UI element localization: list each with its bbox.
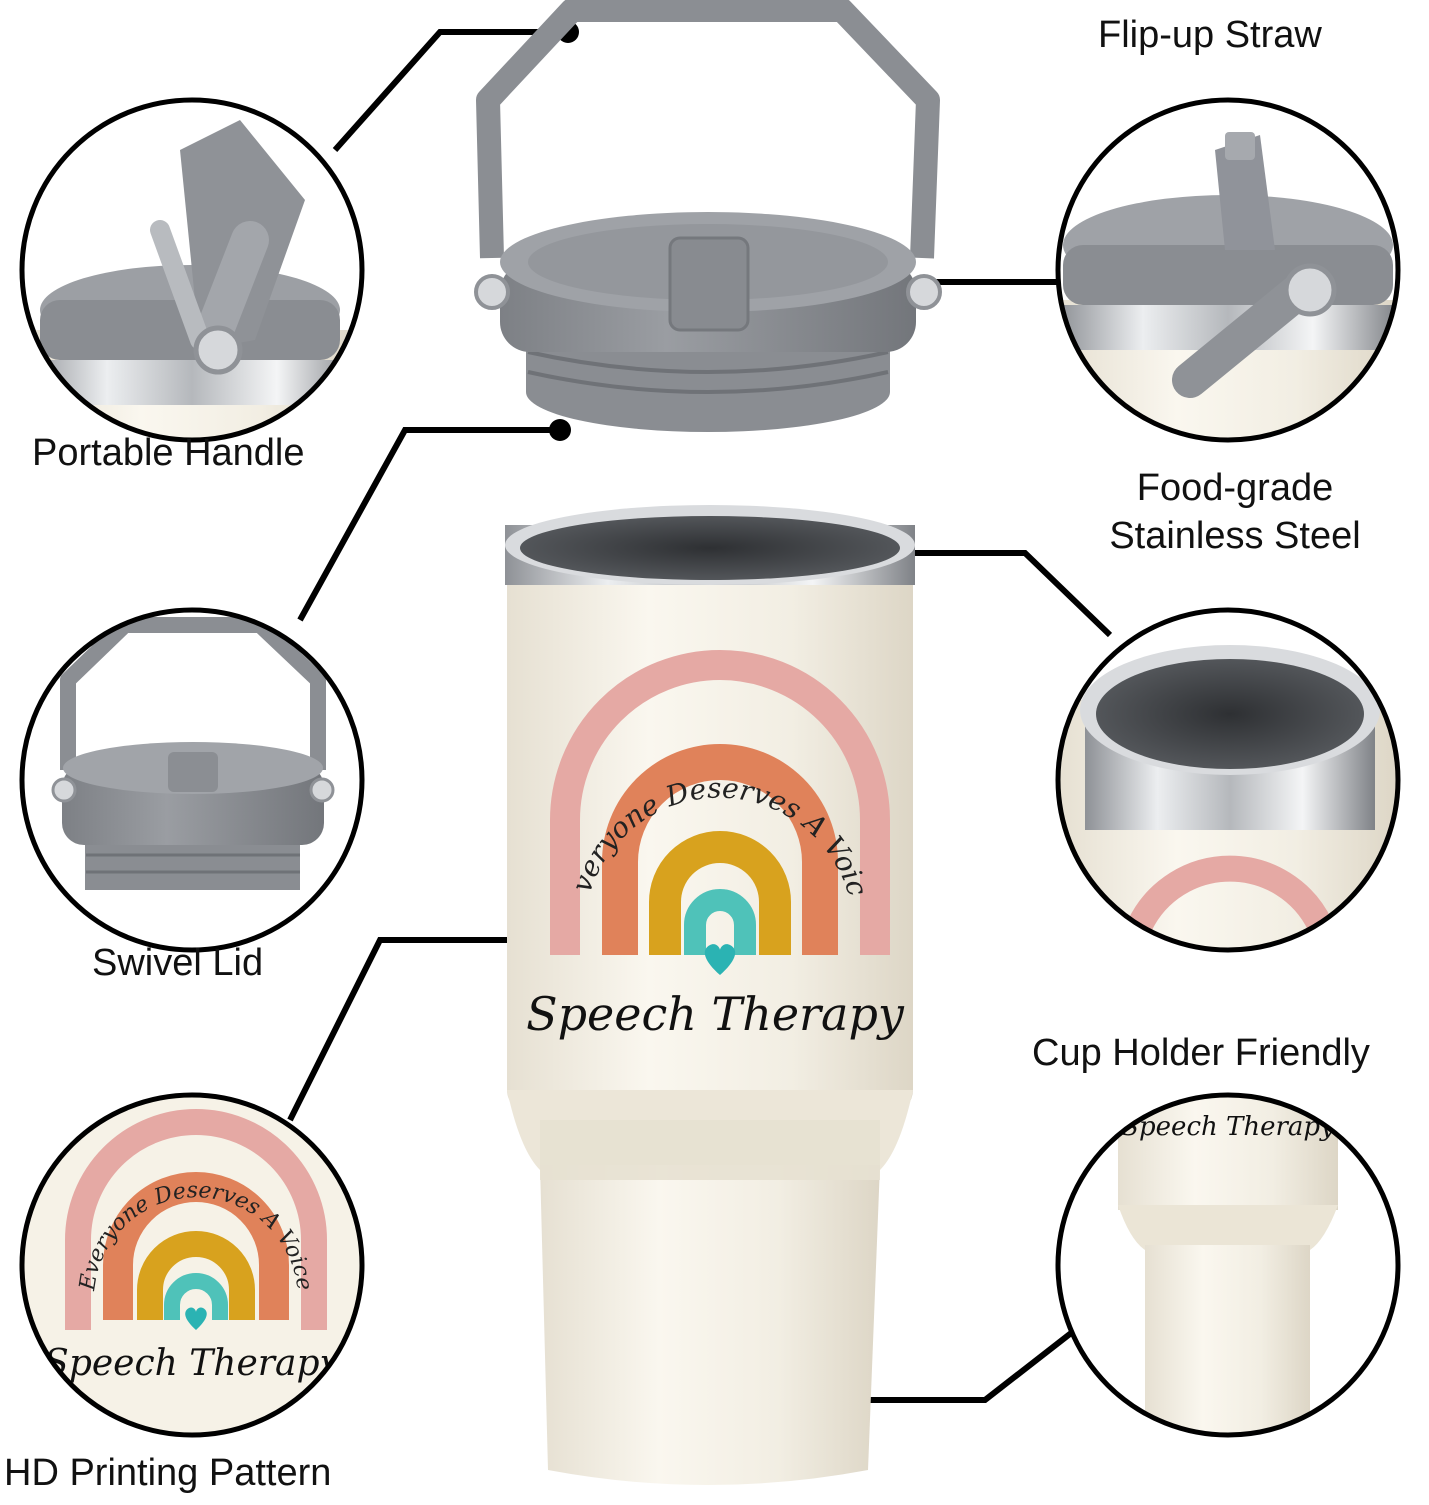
heart-icon: [185, 1307, 207, 1330]
hinge-bolt-right: [906, 274, 942, 310]
label-cup-holder-friendly: Cup Holder Friendly: [1032, 1032, 1370, 1074]
connector-portable-handle: [332, 29, 568, 152]
label-hd-printing-pattern: HD Printing Pattern: [4, 1452, 332, 1494]
heart-icon: [704, 944, 736, 975]
detail-circle-hd-printing: Everyone Deserves A Voice Speech Therapy: [19, 1092, 365, 1438]
lid-straw-flap: [668, 236, 750, 332]
label-food-grade-line2: Stainless Steel: [1109, 514, 1361, 557]
detail-circle-flip-up-straw: [1055, 97, 1401, 443]
detail-circle-cup-holder: Speech Therapy: [1055, 1092, 1401, 1438]
hinge-bolt-left: [474, 274, 510, 310]
label-food-grade-line1: Food-grade: [1136, 467, 1334, 509]
label-food-grade: Food-grade Stainless Steel: [1080, 465, 1390, 560]
connector-stainless-steel: [886, 550, 1113, 638]
connector-swivel-lid: [297, 427, 560, 622]
cup-lower-body: [540, 1165, 880, 1485]
detail-circle-stainless-steel: [1055, 607, 1401, 953]
label-flip-up-straw: Flip-up Straw: [1098, 14, 1322, 56]
detail-circle-swivel-lid: [19, 607, 365, 953]
lid-handle: [476, 0, 940, 259]
label-swivel-lid: Swivel Lid: [92, 942, 264, 984]
connector-hd-printing: [287, 937, 535, 1122]
cup-holder-title-text: Speech Therapy: [1121, 1112, 1335, 1142]
print-title-text: Speech Therapy: [44, 1343, 340, 1384]
label-portable-handle: Portable Handle: [32, 432, 305, 474]
detail-circle-portable-handle: [19, 97, 365, 443]
cup-title-text: Speech Therapy: [526, 987, 905, 1041]
